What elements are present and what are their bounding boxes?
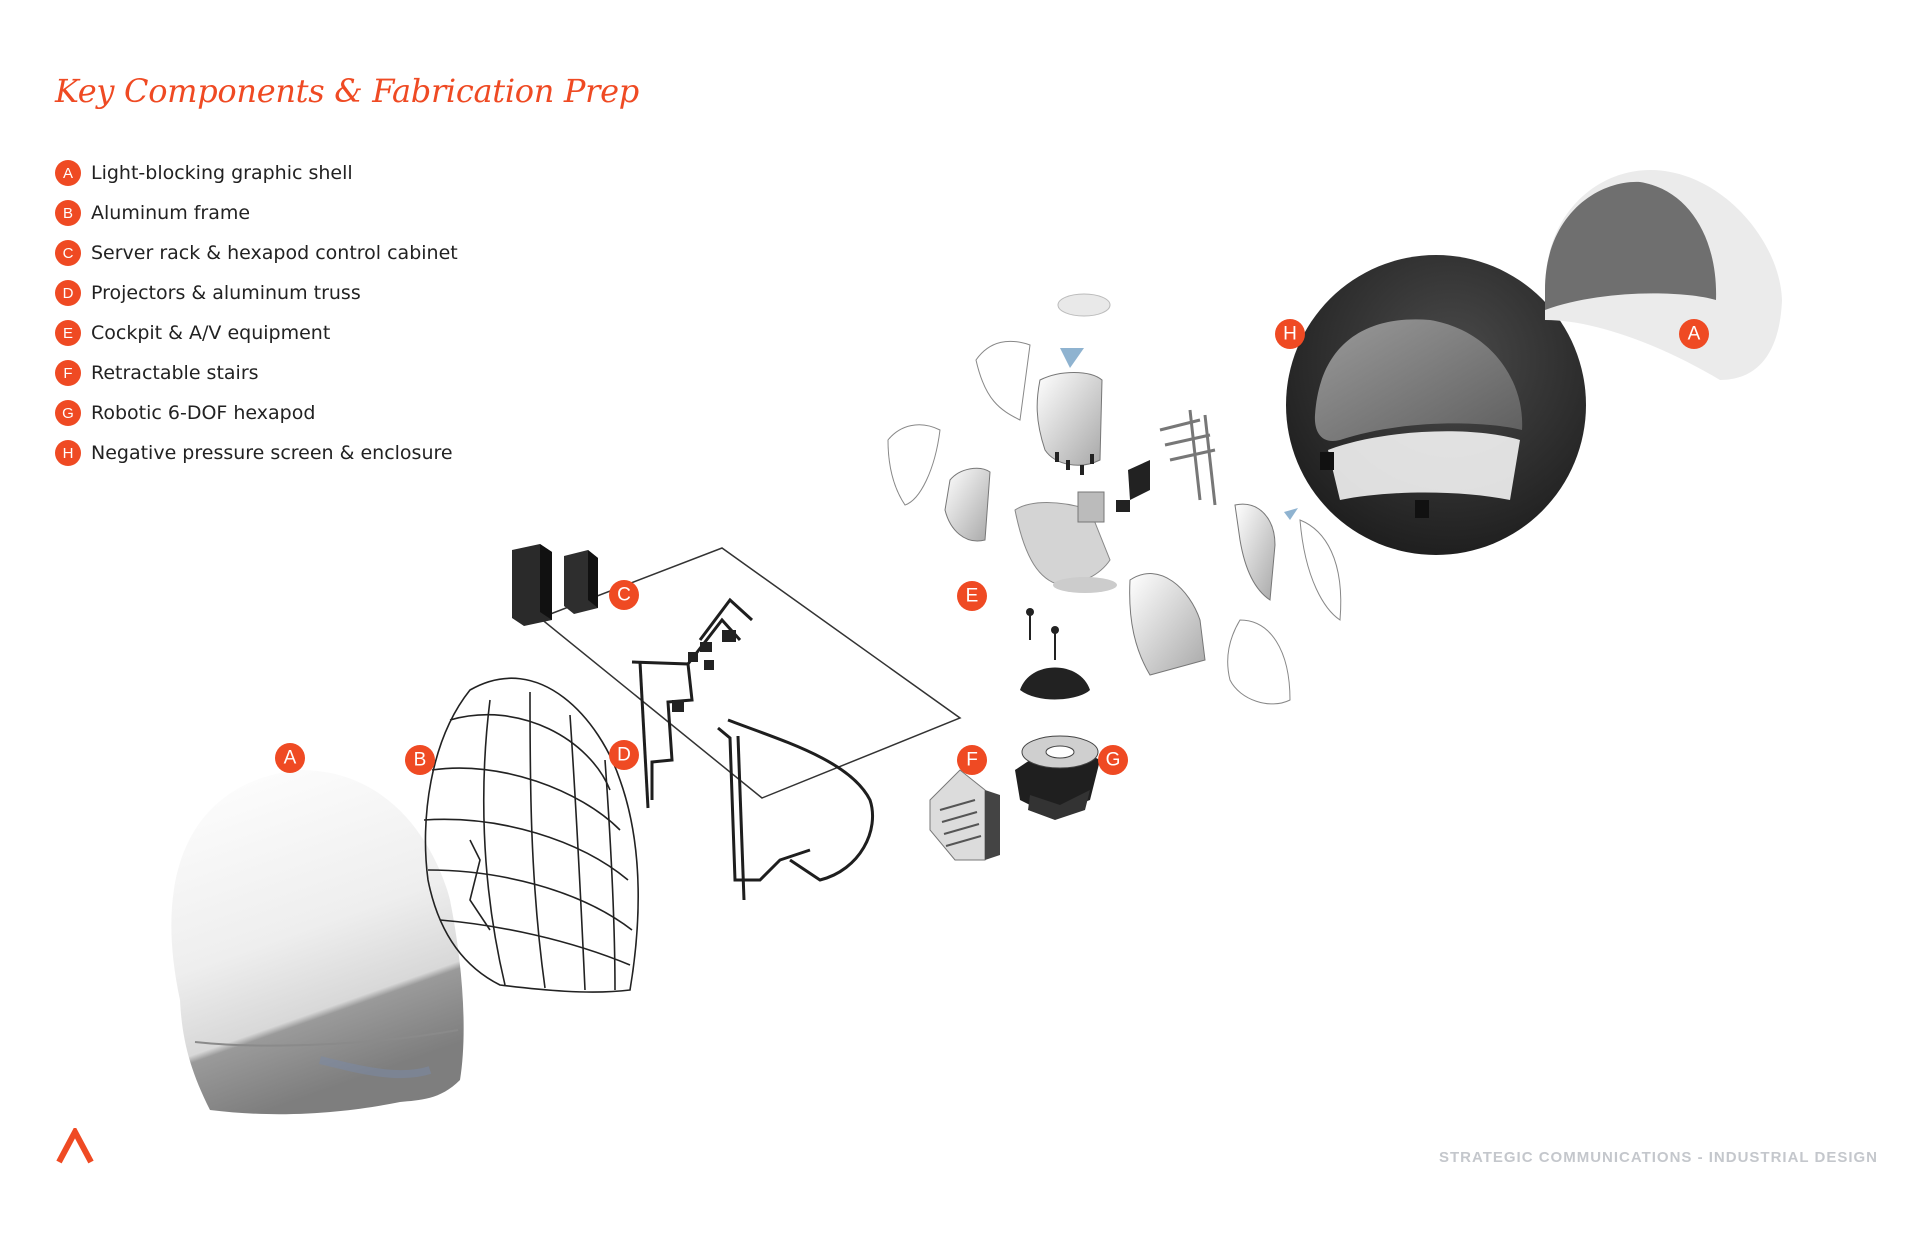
svg-text:A: A	[1688, 324, 1701, 345]
legend-badge-e: E	[55, 320, 81, 346]
legend-badge-a: A	[55, 160, 81, 186]
callout-c: C	[609, 580, 639, 610]
legend-badge-g: G	[55, 400, 81, 426]
legend-label-h: Negative pressure screen & enclosure	[91, 442, 453, 464]
svg-text:F: F	[966, 750, 978, 771]
legend-badge-b: B	[55, 200, 81, 226]
graphic-shell-back	[1545, 170, 1782, 380]
legend-item-d: D Projectors & aluminum truss	[55, 273, 458, 313]
hexapod	[1015, 735, 1100, 820]
legend-item-a: A Light-blocking graphic shell	[55, 153, 458, 193]
callout-f: F	[957, 745, 987, 775]
legend-badge-f: F	[55, 360, 81, 386]
aluminum-frame	[423, 677, 639, 993]
callout-e: E	[957, 581, 987, 611]
brand-logo	[56, 1128, 94, 1164]
retractable-stairs	[929, 769, 1000, 861]
server-rack-cabinet	[512, 544, 598, 626]
callout-a-front: A	[275, 743, 305, 773]
callout-a-back: A	[1679, 319, 1709, 349]
svg-text:B: B	[414, 750, 427, 771]
cable-line	[538, 547, 962, 799]
legend-item-h: H Negative pressure screen & enclosure	[55, 433, 458, 473]
svg-text:E: E	[966, 586, 979, 607]
footer-text: STRATEGIC COMMUNICATIONS - INDUSTRIAL DE…	[1439, 1149, 1878, 1166]
projector-truss	[631, 597, 875, 901]
callout-h: H	[1275, 319, 1305, 349]
svg-text:H: H	[1283, 324, 1297, 345]
callout-d: D	[609, 740, 639, 770]
legend-item-g: G Robotic 6-DOF hexapod	[55, 393, 458, 433]
legend-label-g: Robotic 6-DOF hexapod	[91, 402, 316, 424]
screen-enclosure	[1286, 255, 1586, 555]
legend-item-b: B Aluminum frame	[55, 193, 458, 233]
graphic-shell-front	[171, 770, 464, 1115]
legend-label-d: Projectors & aluminum truss	[91, 282, 361, 304]
legend-badge-c: C	[55, 240, 81, 266]
page-title: Key Components & Fabrication Prep	[55, 72, 639, 110]
legend-badge-h: H	[55, 440, 81, 466]
svg-text:A: A	[284, 748, 297, 769]
component-legend: A Light-blocking graphic shell B Aluminu…	[55, 153, 458, 473]
legend-label-b: Aluminum frame	[91, 202, 251, 224]
svg-text:G: G	[1106, 750, 1121, 771]
legend-label-a: Light-blocking graphic shell	[91, 162, 353, 184]
legend-item-c: C Server rack & hexapod control cabinet	[55, 233, 458, 273]
cockpit-panels	[887, 293, 1342, 705]
legend-label-f: Retractable stairs	[91, 362, 259, 384]
projector-units	[672, 630, 736, 712]
callout-b: B	[405, 745, 435, 775]
legend-item-f: F Retractable stairs	[55, 353, 458, 393]
legend-item-e: E Cockpit & A/V equipment	[55, 313, 458, 353]
callout-g: G	[1098, 745, 1128, 775]
svg-text:C: C	[617, 585, 631, 606]
legend-label-e: Cockpit & A/V equipment	[91, 322, 331, 344]
legend-label-c: Server rack & hexapod control cabinet	[91, 242, 458, 264]
legend-badge-d: D	[55, 280, 81, 306]
svg-text:D: D	[617, 745, 631, 766]
